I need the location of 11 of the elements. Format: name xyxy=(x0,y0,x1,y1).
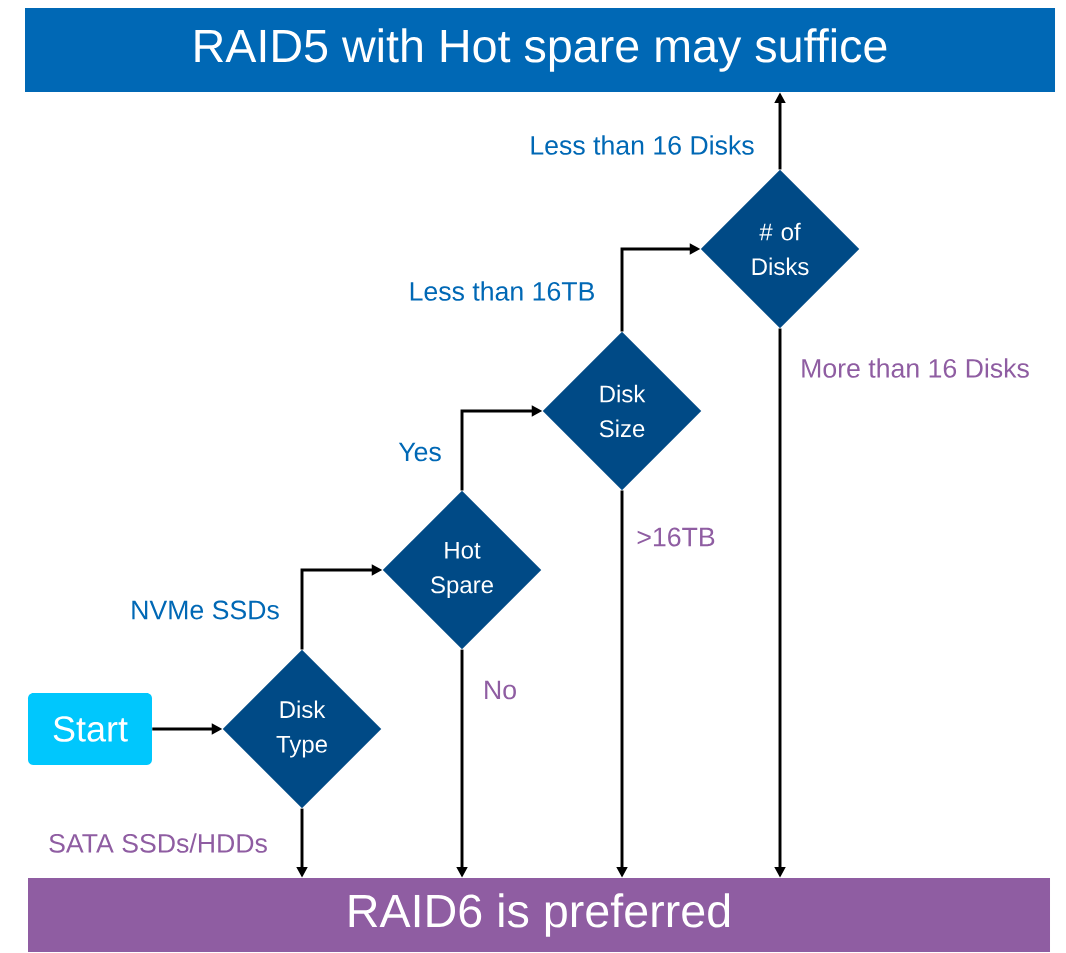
edge-label: More than 16 Disks xyxy=(802,358,1029,378)
edge-label: NVMe SSDs xyxy=(132,600,279,620)
edge-label: Yes xyxy=(398,442,441,462)
result-banner: RAID6 is preferred xyxy=(28,878,1050,952)
edge-label: No xyxy=(485,680,516,700)
title-banner: RAID5 with Hot spare may suffice xyxy=(25,8,1055,92)
edge-label: >16TB xyxy=(637,527,715,547)
start-box: Start xyxy=(28,693,152,765)
edge-label: Less than 16TB xyxy=(410,281,594,301)
edge-label: SATA SSDs/HDDs xyxy=(49,833,267,853)
edge-label: Less than 16 Disks xyxy=(531,135,754,155)
